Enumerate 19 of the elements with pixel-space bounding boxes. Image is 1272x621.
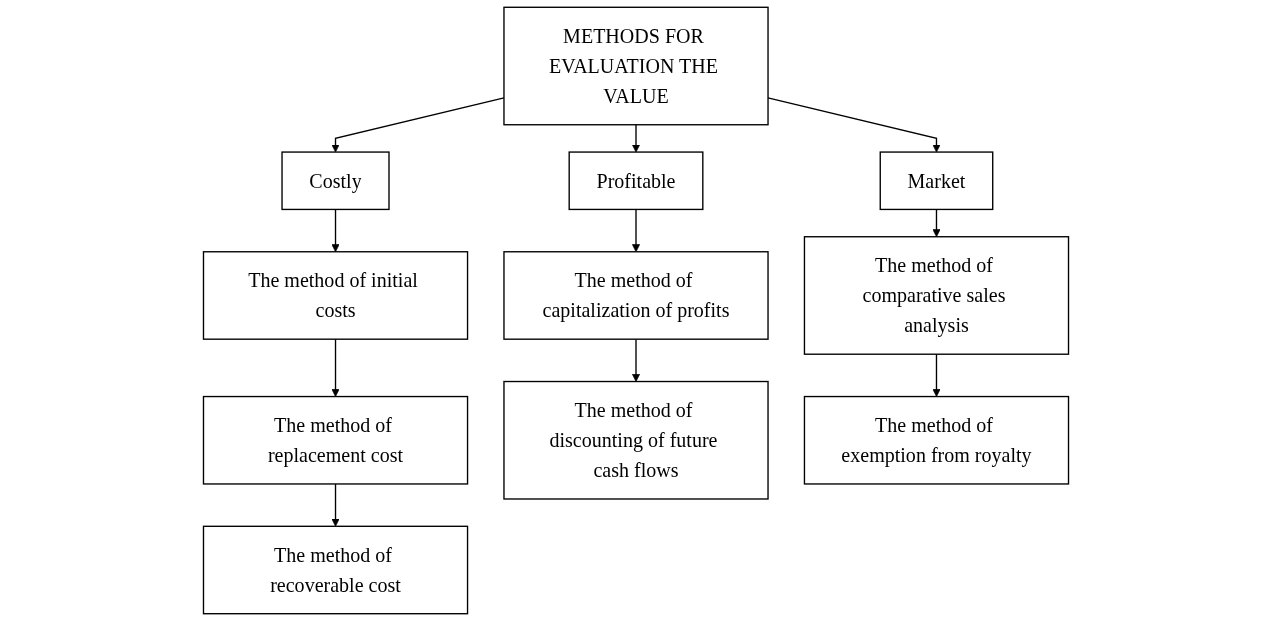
- node-box: The method of initial costs: [202, 251, 469, 340]
- node-box: METHODS FOR EVALUATION THE VALUE: [503, 6, 769, 126]
- node-box: The method of capitalization of profits: [503, 251, 769, 340]
- arrow: [632, 124, 640, 153]
- node-box: The method of exemption from royalty: [803, 395, 1070, 485]
- arrow: [331, 208, 340, 253]
- arrow: [632, 208, 640, 253]
- node-box: The method of discounting of future cash flows: [503, 380, 769, 500]
- node-box: The method of replacement cost: [202, 395, 469, 485]
- node-box: The method of recoverable cost: [202, 525, 469, 615]
- arrow: [632, 338, 640, 382]
- arrow: [932, 353, 941, 397]
- arrow: [932, 208, 941, 238]
- node-box: Market: [879, 151, 994, 211]
- node-box: The method of comparative sales analysis: [803, 236, 1070, 355]
- arrow: [331, 338, 340, 397]
- node-box: Profitable: [568, 151, 704, 211]
- arrow: [331, 483, 340, 527]
- node-box: Costly: [281, 151, 390, 211]
